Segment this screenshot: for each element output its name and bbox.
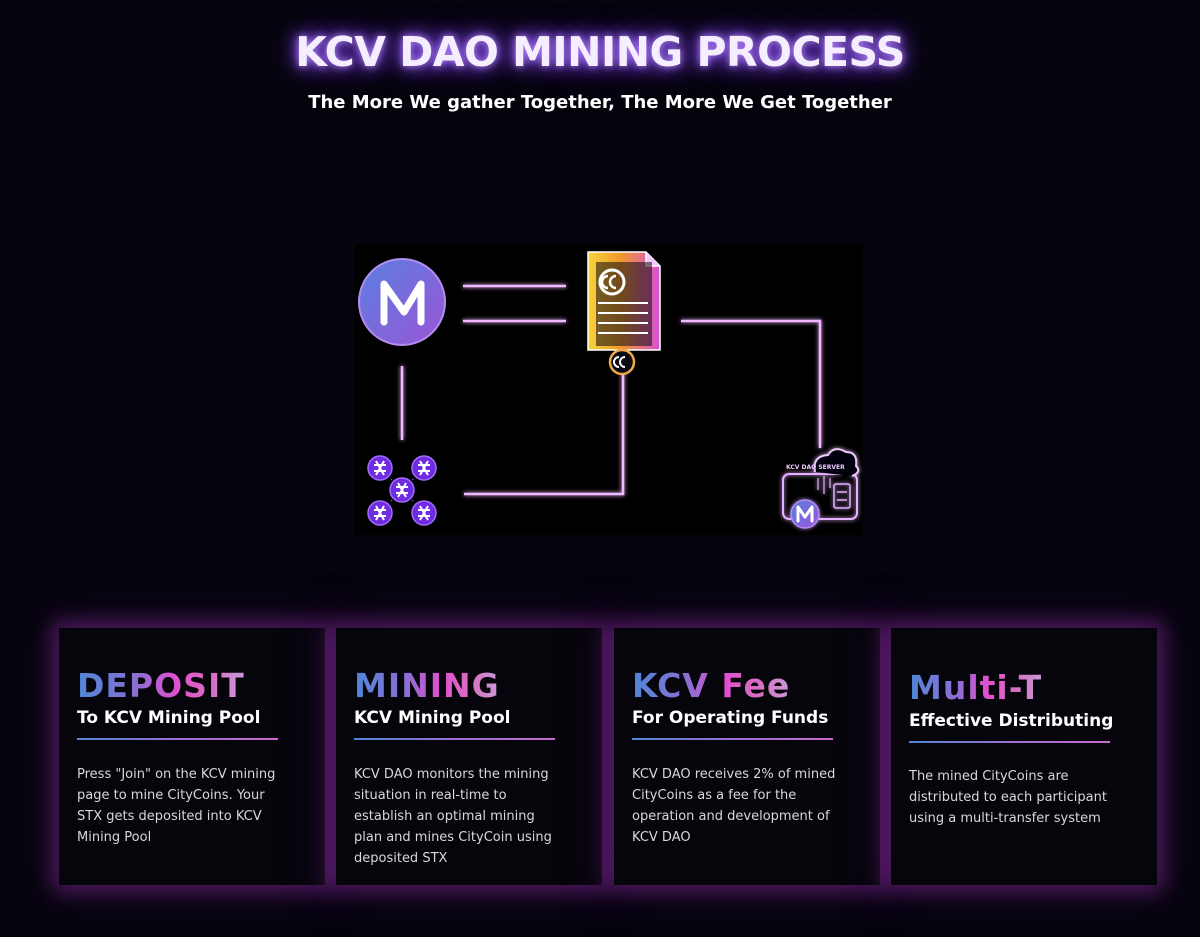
card-divider: [909, 741, 1110, 743]
page-subtitle: The More We gather Together, The More We…: [308, 92, 892, 113]
card-description: Press "Join" on the KCV mining page to m…: [77, 767, 276, 845]
card-subheading: To KCV Mining Pool: [77, 708, 261, 728]
card-heading: KCV Fee: [632, 666, 791, 705]
card-kcv-fee: KCV Fee For Operating Funds KCV DAO rece…: [614, 628, 880, 885]
mining-process-diagram: KCV DAO SERVER: [355, 245, 863, 535]
card-heading: Multi-T: [909, 668, 1043, 707]
card-divider: [632, 738, 833, 740]
card-subheading: KCV Mining Pool: [354, 708, 511, 728]
card-multi-t: Multi-T Effective Distributing The mined…: [891, 628, 1157, 885]
card-description: KCV DAO monitors the mining situation in…: [354, 767, 552, 866]
card-divider: [354, 738, 555, 740]
card-description: The mined CityCoins are distributed to e…: [909, 769, 1107, 826]
kcv-logo-icon: [358, 258, 446, 346]
card-heading: MINING: [354, 666, 500, 705]
server-label: KCV DAO SERVER: [786, 464, 845, 471]
card-divider: [77, 738, 278, 740]
citycoin-document-icon: [587, 251, 661, 376]
card-subheading: Effective Distributing: [909, 711, 1114, 731]
card-heading: DEPOSIT: [77, 666, 245, 705]
cloud-server-icon: [782, 448, 860, 529]
card-subheading: For Operating Funds: [632, 708, 829, 728]
card-deposit: DEPOSIT To KCV Mining Pool Press "Join" …: [59, 628, 325, 885]
card-mining: MINING KCV Mining Pool KCV DAO monitors …: [336, 628, 602, 885]
stx-coins-icon: [367, 455, 437, 526]
card-description: KCV DAO receives 2% of mined CityCoins a…: [632, 767, 836, 845]
connector-lines: [400, 284, 822, 496]
page-title: KCV DAO MINING PROCESS: [295, 28, 905, 76]
